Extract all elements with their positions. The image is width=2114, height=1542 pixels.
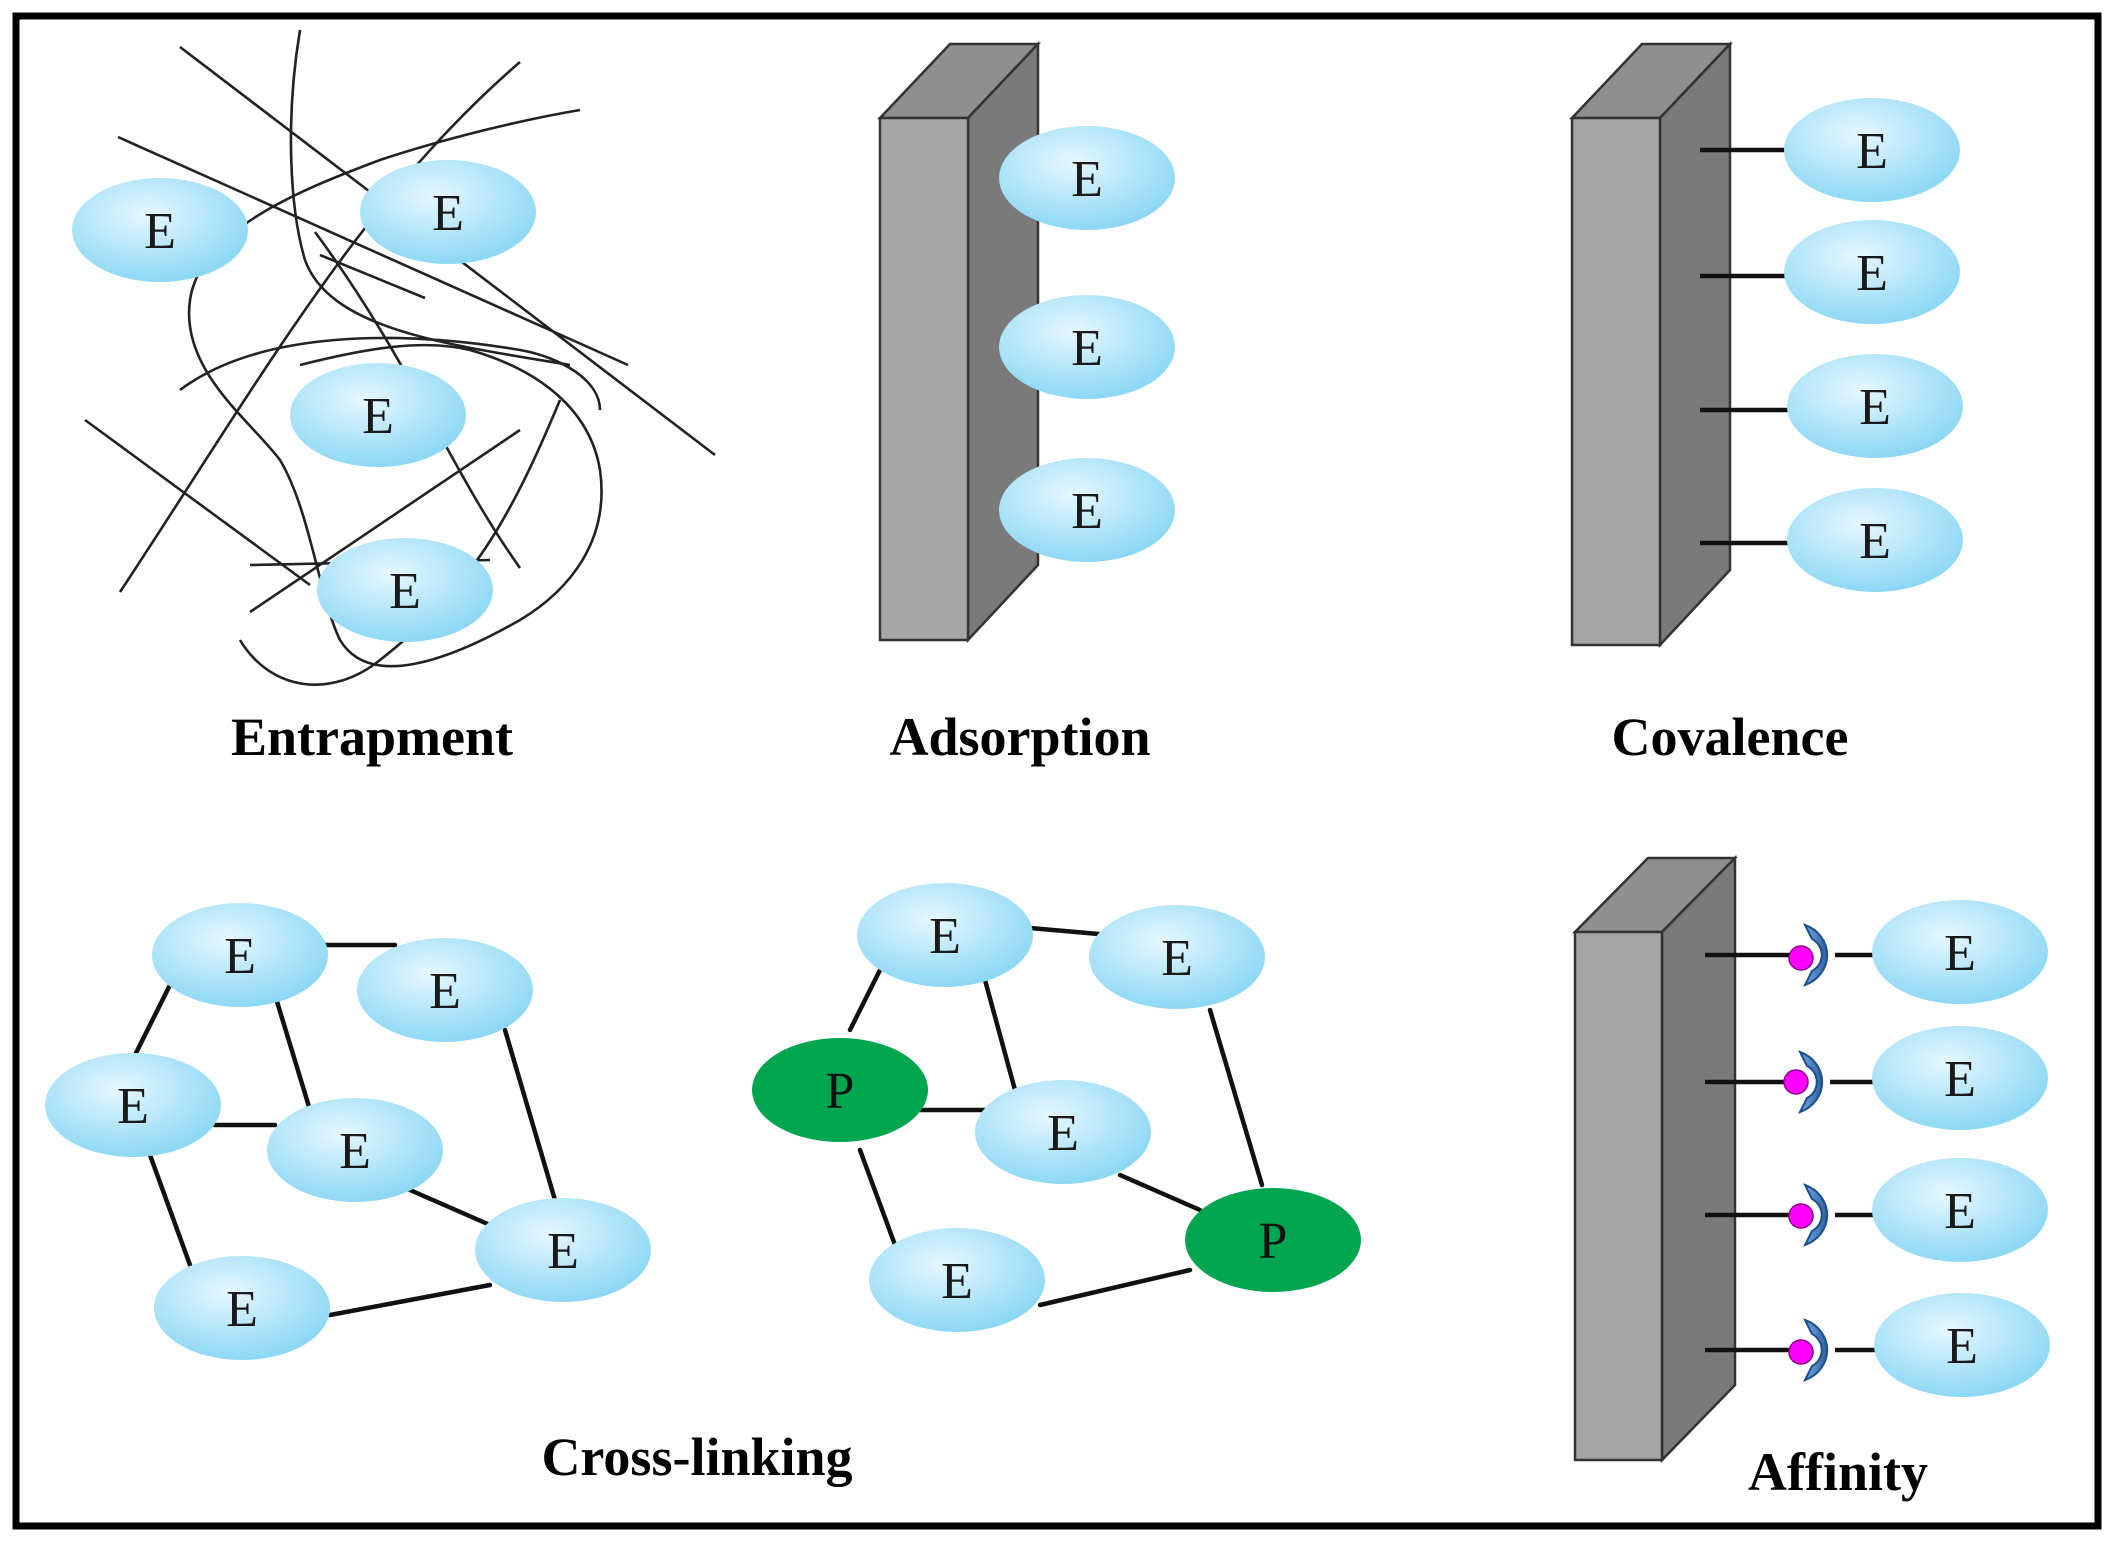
receptor-cup-icon (1803, 1183, 1829, 1247)
cross-linking-label: Cross-linking (541, 1427, 852, 1487)
diagram-frame (12, 12, 2102, 1530)
enzyme-node: E (975, 1080, 1151, 1184)
adsorption-label: Adsorption (889, 707, 1150, 767)
enzyme-label: E (362, 388, 394, 445)
ligand-dot-icon (1783, 1069, 1809, 1095)
crosslink-bond (327, 1282, 493, 1318)
protein-label: P (1259, 1213, 1288, 1270)
crosslink-bond (1207, 1007, 1265, 1188)
enzyme-node: E (1874, 1293, 2050, 1397)
ligand-dot-icon (1788, 1339, 1814, 1365)
enzyme-node: E (290, 363, 466, 467)
enzyme-node: E (45, 1053, 221, 1157)
affinity-label: Affinity (1748, 1442, 1928, 1502)
enzyme-node: E (360, 160, 536, 264)
enzyme-node: E (1089, 905, 1265, 1009)
enzyme-node: E (152, 903, 328, 1007)
cross-linking-protein-cluster: E E P E P E Cross-linking (541, 883, 1361, 1487)
enzyme-node: E (1787, 488, 1963, 592)
enzyme-node: E (317, 538, 493, 642)
crosslink-bond (272, 992, 313, 1113)
enzyme-label: E (1856, 123, 1888, 180)
enzyme-node: E (1787, 354, 1963, 458)
crosslink-bond (982, 977, 1018, 1093)
crosslink-bond (147, 1152, 193, 1268)
enzyme-node: E (72, 178, 248, 282)
enzyme-label: E (1944, 1051, 1976, 1108)
enzyme-node: E (475, 1198, 651, 1302)
enzyme-label: E (429, 963, 461, 1020)
enzyme-label: E (1071, 320, 1103, 377)
enzyme-label: E (224, 928, 256, 985)
enzyme-node: E (267, 1098, 443, 1202)
affinity-panel: E E E E Affinity (1572, 854, 2050, 1502)
crosslink-bond (407, 1187, 493, 1228)
crosslink-bond (1027, 925, 1113, 938)
enzyme-label: E (1856, 245, 1888, 302)
enzyme-node: E (999, 458, 1175, 562)
polymer-mesh (84, 29, 716, 686)
crosslink-bond (857, 1147, 898, 1248)
protein-node: P (1185, 1188, 1361, 1292)
enzyme-node: E (869, 1228, 1045, 1332)
covalence-label: Covalence (1612, 707, 1849, 767)
enzyme-node: E (357, 938, 533, 1042)
ligand-dot-icon (1788, 945, 1814, 971)
enzyme-node: E (857, 883, 1033, 987)
enzyme-label: E (1859, 513, 1891, 570)
enzyme-label: E (929, 908, 961, 965)
enzyme-label: E (144, 203, 176, 260)
entrapment-panel: E E E E Entrapment (72, 29, 716, 767)
protein-label: P (826, 1063, 855, 1120)
enzyme-node: E (1872, 1158, 2048, 1262)
enzyme-label: E (117, 1078, 149, 1135)
crosslink-bond (502, 1027, 558, 1203)
entrapment-label: Entrapment (231, 707, 513, 767)
adsorption-panel: E E E Adsorption (877, 40, 1175, 767)
ligand-dot-icon (1788, 1203, 1814, 1229)
support-slab-icon (1569, 40, 1733, 649)
support-slab-icon (1572, 854, 1738, 1464)
enzyme-label: E (1944, 1183, 1976, 1240)
receptor-cup-icon (1798, 1050, 1824, 1114)
receptor-cup-icon (1803, 1318, 1829, 1382)
enzyme-node: E (999, 295, 1175, 399)
cross-linking-enzyme-cluster: E E E E E E (45, 903, 651, 1360)
enzyme-node: E (1784, 220, 1960, 324)
enzyme-label: E (1071, 483, 1103, 540)
crosslink-bond (847, 967, 883, 1033)
enzyme-node: E (999, 126, 1175, 230)
enzyme-label: E (941, 1253, 973, 1310)
enzyme-label: E (389, 563, 421, 620)
crosslink-bond (1117, 1172, 1203, 1213)
enzyme-label: E (1047, 1105, 1079, 1162)
enzyme-label: E (1944, 925, 1976, 982)
enzyme-label: E (1859, 379, 1891, 436)
protein-node: P (752, 1038, 928, 1142)
covalence-panel: E E E E Covalence (1569, 40, 1963, 767)
enzyme-label: E (339, 1123, 371, 1180)
receptor-cup-icon (1803, 923, 1829, 987)
enzyme-label: E (1946, 1318, 1978, 1375)
crosslink-bond (1037, 1267, 1193, 1308)
enzyme-label: E (1161, 930, 1193, 987)
enzyme-node: E (1872, 1026, 2048, 1130)
enzyme-node: E (1784, 98, 1960, 202)
enzyme-label: E (547, 1223, 579, 1280)
crosslink-bond (127, 982, 173, 1068)
enzyme-label: E (432, 185, 464, 242)
enzyme-node: E (154, 1256, 330, 1360)
enzyme-node: E (1872, 900, 2048, 1004)
enzyme-label: E (226, 1281, 258, 1338)
enzyme-label: E (1071, 151, 1103, 208)
